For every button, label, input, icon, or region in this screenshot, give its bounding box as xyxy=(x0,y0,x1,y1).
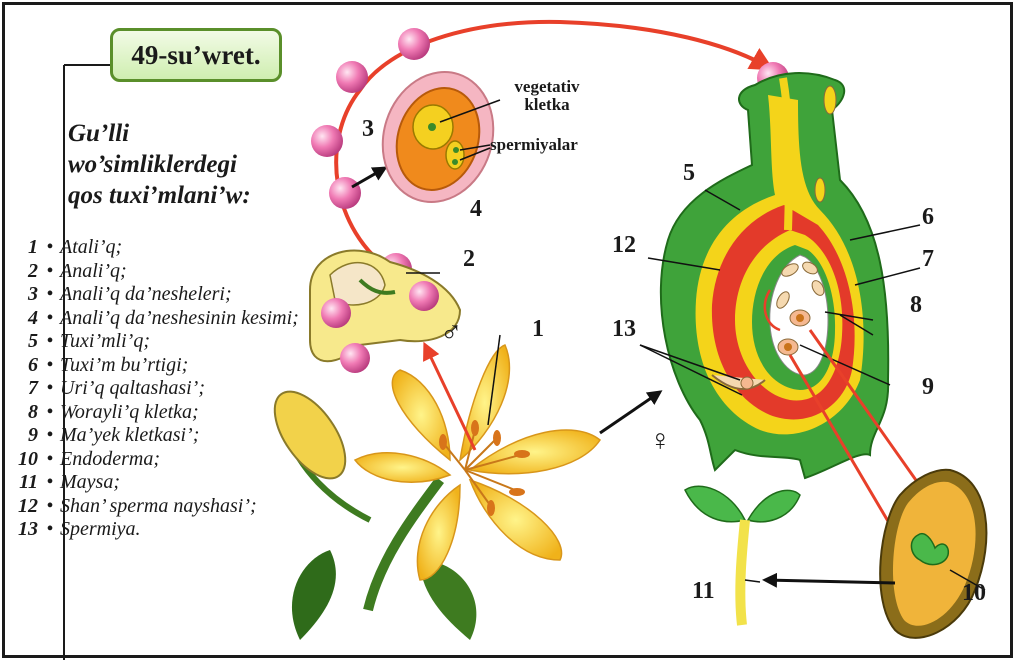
legend-item: 8•Worayli’q kletka; xyxy=(4,401,334,425)
title-line-1: Gu’lli xyxy=(68,118,308,149)
legend-item: 10•Endoderma; xyxy=(4,448,334,472)
legend-item: 2•Anali’q; xyxy=(4,260,334,284)
legend-item: 6•Tuxi’m bu’rtigi; xyxy=(4,354,334,378)
legend-item: 3•Anali’q da’nesheleri; xyxy=(4,283,334,307)
diagram-title: Gu’lli wo’simliklerdegi qos tuxi’mlani’w… xyxy=(68,118,308,211)
legend-item: 13•Spermiya. xyxy=(4,518,334,542)
legend-item: 7•Uri’q qaltashasi’; xyxy=(4,377,334,401)
female-symbol: ♀ xyxy=(649,424,672,458)
label-3: 3 xyxy=(362,116,374,143)
label-12: 12 xyxy=(612,232,636,259)
arrow-to-section xyxy=(352,168,385,187)
figure-label: 49-su’wret. xyxy=(110,28,282,82)
label-8: 8 xyxy=(910,292,922,319)
ovary xyxy=(661,73,888,478)
legend-item: 4•Anali’q da’neshesinin kesimi; xyxy=(4,307,334,331)
seed xyxy=(880,470,986,638)
label-13: 13 xyxy=(612,316,636,343)
label-5: 5 xyxy=(683,160,695,187)
legend: 1•Atali’q; 2•Anali’q; 3•Anali’q da’neshe… xyxy=(4,236,334,542)
title-line-3: qos tuxi’mlani’w: xyxy=(68,180,308,211)
label-6: 6 xyxy=(922,204,934,231)
pollen-section xyxy=(366,58,510,217)
label-2: 2 xyxy=(463,246,475,273)
label-7: 7 xyxy=(922,246,934,273)
label-9: 9 xyxy=(922,374,934,401)
male-symbol: ♂ xyxy=(440,316,463,350)
legend-item: 12•Shan’ sperma nayshasi’; xyxy=(4,495,334,519)
callout-spermiyalar: spermiyalar xyxy=(490,136,578,154)
legend-item: 11•Maysa; xyxy=(4,471,334,495)
legend-item: 5•Tuxi’mli’q; xyxy=(4,330,334,354)
label-10: 10 xyxy=(962,580,986,607)
label-1: 1 xyxy=(532,316,544,343)
label-4: 4 xyxy=(470,196,482,223)
legend-item: 9•Ma’yek kletkasi’; xyxy=(4,424,334,448)
legend-item: 1•Atali’q; xyxy=(4,236,334,260)
label-11: 11 xyxy=(692,578,715,605)
arrow-seed-seedling xyxy=(765,580,895,583)
title-line-2: wo’simliklerdegi xyxy=(68,149,308,180)
